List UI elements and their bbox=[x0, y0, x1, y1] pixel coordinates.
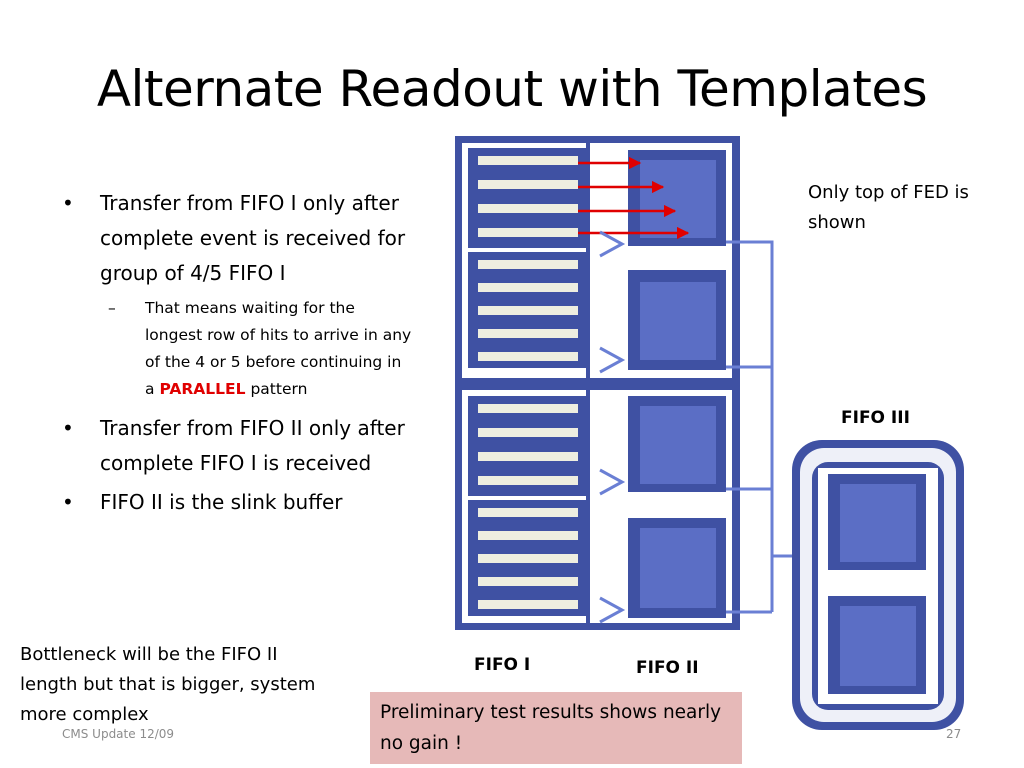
sub-bullet-text: That means waiting for the longest row o… bbox=[145, 299, 412, 398]
fifo1-block bbox=[468, 500, 586, 616]
preliminary-results-box: Preliminary test results shows nearly no… bbox=[370, 692, 742, 764]
fifo1-block bbox=[468, 252, 586, 368]
sub-bullet-list: That means waiting for the longest row o… bbox=[108, 295, 412, 403]
sub-bullet-item: That means waiting for the longest row o… bbox=[108, 295, 412, 403]
bullet-item: Transfer from FIFO II only after complet… bbox=[62, 411, 412, 481]
bullet-item: Transfer from FIFO I only after complete… bbox=[62, 186, 412, 403]
fed-divider bbox=[455, 378, 740, 390]
fed-column-divider bbox=[586, 143, 590, 623]
fifo1-block bbox=[468, 148, 586, 248]
fifo2-label: FIFO II bbox=[636, 658, 699, 678]
transfer-chevrons bbox=[599, 230, 626, 624]
parallel-transfer-arrows bbox=[578, 156, 690, 240]
fifo2-block bbox=[628, 150, 726, 246]
bullet-text: FIFO II is the slink buffer bbox=[100, 490, 343, 514]
preliminary-results-text: Preliminary test results shows nearly no… bbox=[380, 702, 722, 754]
fifo3-block bbox=[792, 440, 964, 730]
bullet-item: FIFO II is the slink buffer bbox=[62, 485, 412, 520]
slide-title: Alternate Readout with Templates bbox=[96, 60, 928, 118]
fifo1-label: FIFO I bbox=[474, 655, 531, 675]
bottleneck-note: Bottleneck will be the FIFO II length bu… bbox=[20, 644, 316, 725]
fifo2-block bbox=[628, 270, 726, 370]
fifo3-label: FIFO III bbox=[841, 408, 910, 428]
fifo2-block bbox=[628, 396, 726, 492]
fifo1-block bbox=[468, 396, 586, 496]
bullet-text: Transfer from FIFO I only after complete… bbox=[100, 191, 406, 285]
bullet-list: Transfer from FIFO I only after complete… bbox=[62, 186, 412, 524]
sub-bullet-text-end: pattern bbox=[245, 380, 308, 398]
top-of-fed-note: Only top of FED is shown bbox=[808, 182, 969, 233]
footer-left: CMS Update 12/09 bbox=[62, 727, 175, 741]
fifo2-block bbox=[628, 518, 726, 618]
emphasis-text: PARALLEL bbox=[159, 380, 246, 398]
bullet-text: Transfer from FIFO II only after complet… bbox=[100, 416, 405, 475]
connection-lines bbox=[726, 240, 829, 614]
page-number: 27 bbox=[946, 727, 962, 741]
